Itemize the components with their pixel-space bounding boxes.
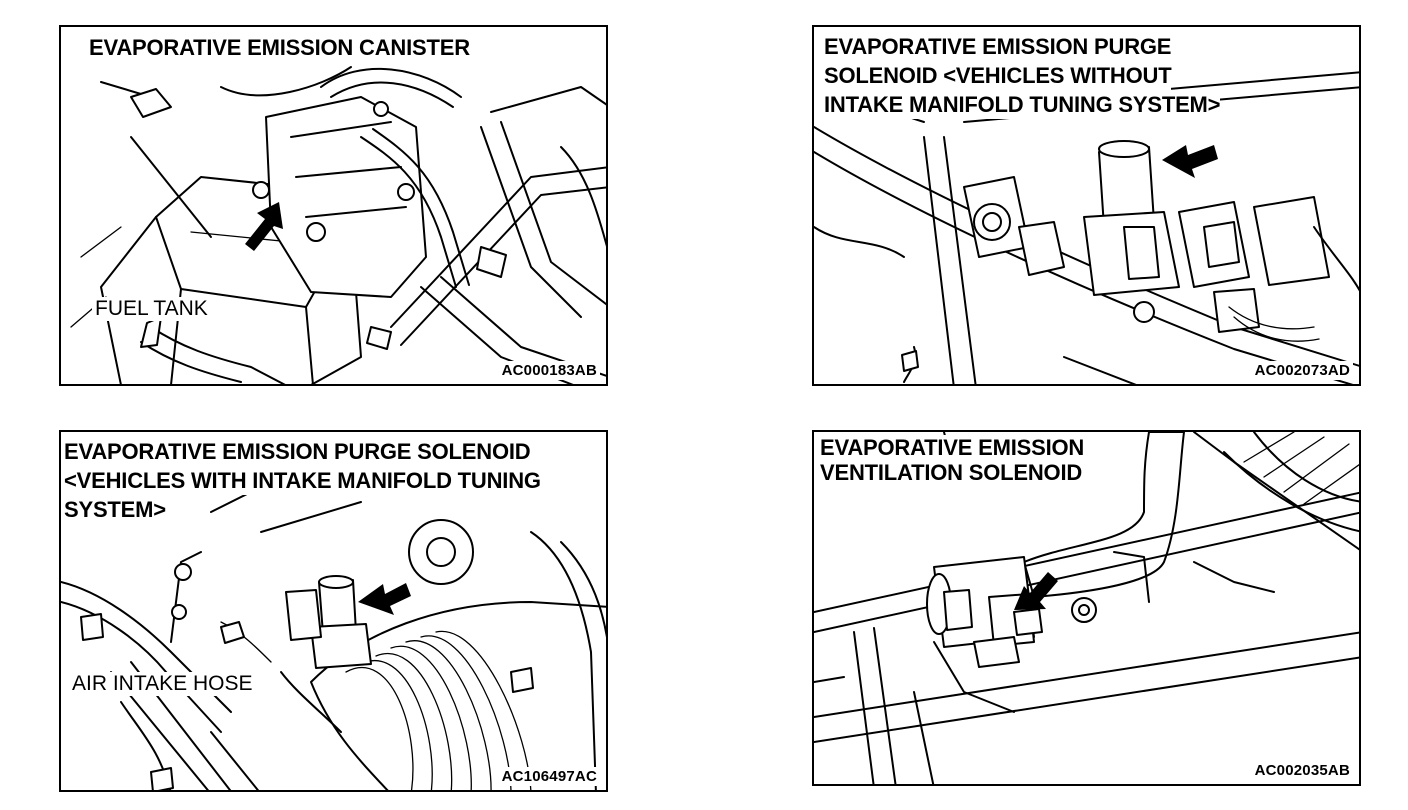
ventilation-solenoid-illustration bbox=[814, 432, 1359, 784]
figure-panel-purge-solenoid-with-imt: EVAPORATIVE EMISSION PURGE SOLENOID <VEH… bbox=[59, 430, 608, 792]
figure-panel-purge-solenoid-without-imt: EVAPORATIVE EMISSION PURGE SOLENOID <VEH… bbox=[812, 25, 1361, 386]
pointer-arrow-icon bbox=[245, 202, 283, 251]
figure-panel-canister: EVAPORATIVE EMISSION CANISTER FUEL TANK … bbox=[59, 25, 608, 386]
figure-code: AC000183AB bbox=[498, 361, 600, 380]
figure-code: AC106497AC bbox=[498, 767, 600, 786]
panel-title: EVAPORATIVE EMISSION PURGE SOLENOID <VEH… bbox=[824, 32, 1221, 119]
panel-title: EVAPORATIVE EMISSION CANISTER bbox=[87, 33, 476, 64]
pointer-arrow-icon bbox=[1014, 572, 1058, 610]
figure-code: AC002073AD bbox=[1251, 361, 1353, 380]
pointer-arrow-icon bbox=[358, 583, 411, 615]
canister-illustration bbox=[70, 66, 606, 384]
figure-code: AC002035AB bbox=[1251, 761, 1353, 780]
panel-title: EVAPORATIVE EMISSION PURGE SOLENOID <VEH… bbox=[64, 437, 545, 524]
figure-panel-ventilation-solenoid: EVAPORATIVE EMISSION VENTILATION SOLENOI… bbox=[812, 430, 1361, 786]
panel-title: EVAPORATIVE EMISSION VENTILATION SOLENOI… bbox=[820, 435, 1089, 485]
pointer-arrow-icon bbox=[1162, 145, 1218, 178]
purge-solenoid-imt-illustration bbox=[61, 441, 606, 790]
fuel-tank-label: FUEL TANK bbox=[92, 297, 211, 321]
purge-solenoid-illustration bbox=[814, 56, 1359, 384]
air-intake-hose-label: AIR INTAKE HOSE bbox=[69, 672, 256, 696]
